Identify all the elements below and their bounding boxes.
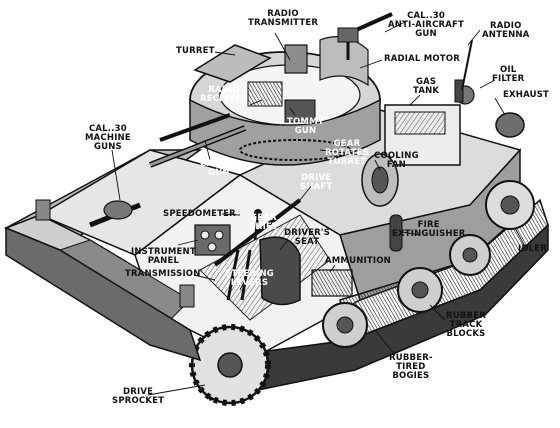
label-ammunition: AMMUNITION xyxy=(325,256,391,266)
label-steering-levers: STEERING LEVERS xyxy=(225,269,274,288)
turret-assembly xyxy=(189,36,381,166)
engine-compartment xyxy=(361,39,525,207)
label-radio-antenna: RADIO ANTENNA xyxy=(482,21,530,40)
label-cooling-fan: COOLING FAN xyxy=(374,151,419,170)
label-radio-receiver: RADIO RECEIVER xyxy=(200,85,249,104)
label-transmission: TRANSMISSION xyxy=(125,269,201,279)
label-radial-motor: RADIAL MOTOR xyxy=(384,54,460,64)
label-cal50-gun: CAL..50 GUN xyxy=(200,159,238,178)
guns xyxy=(89,12,393,228)
label-tommy-gun: TOMMY GUN xyxy=(287,117,325,136)
label-cal30-aa-gun: CAL..30 ANTI-AIRCRAFT GUN xyxy=(388,11,465,39)
label-cal30-machine-guns: CAL..30 MACHINE GUNS xyxy=(85,124,131,152)
label-exhaust: EXHAUST xyxy=(503,90,550,100)
label-idler: IDLER xyxy=(518,244,547,254)
label-gear-shift: GEAR SHIFT xyxy=(249,213,279,232)
label-speedometer: SPEEDOMETER xyxy=(163,209,236,219)
leader-lines xyxy=(111,21,528,396)
label-oil-filter: OIL FILTER xyxy=(492,65,525,84)
label-gear-rotates-turret: GEAR ROTATES TURRET xyxy=(325,139,369,167)
interior xyxy=(194,198,403,306)
label-radio-transmitter: RADIO TRANSMITTER xyxy=(248,9,319,28)
label-drivers-seat: DRIVER'S SEAT xyxy=(284,228,331,247)
label-rubber-tired-bogies: RUBBER- TIRED BOGIES xyxy=(389,353,433,381)
label-drive-shaft: DRIVE SHAFT xyxy=(300,173,333,192)
label-fire-extinguisher: FIRE EXTINGUISHER xyxy=(392,220,466,239)
label-instrument-panel: INSTRUMENT PANEL xyxy=(131,247,196,266)
label-rubber-track-blocks: RUBBER TRACK BLOCKS xyxy=(446,311,486,339)
label-gas-tank: GAS TANK xyxy=(413,77,440,96)
label-drive-sprocket: DRIVE SPROCKET xyxy=(112,387,165,406)
running-gear xyxy=(5,180,549,406)
label-turret: TURRET xyxy=(176,46,215,56)
